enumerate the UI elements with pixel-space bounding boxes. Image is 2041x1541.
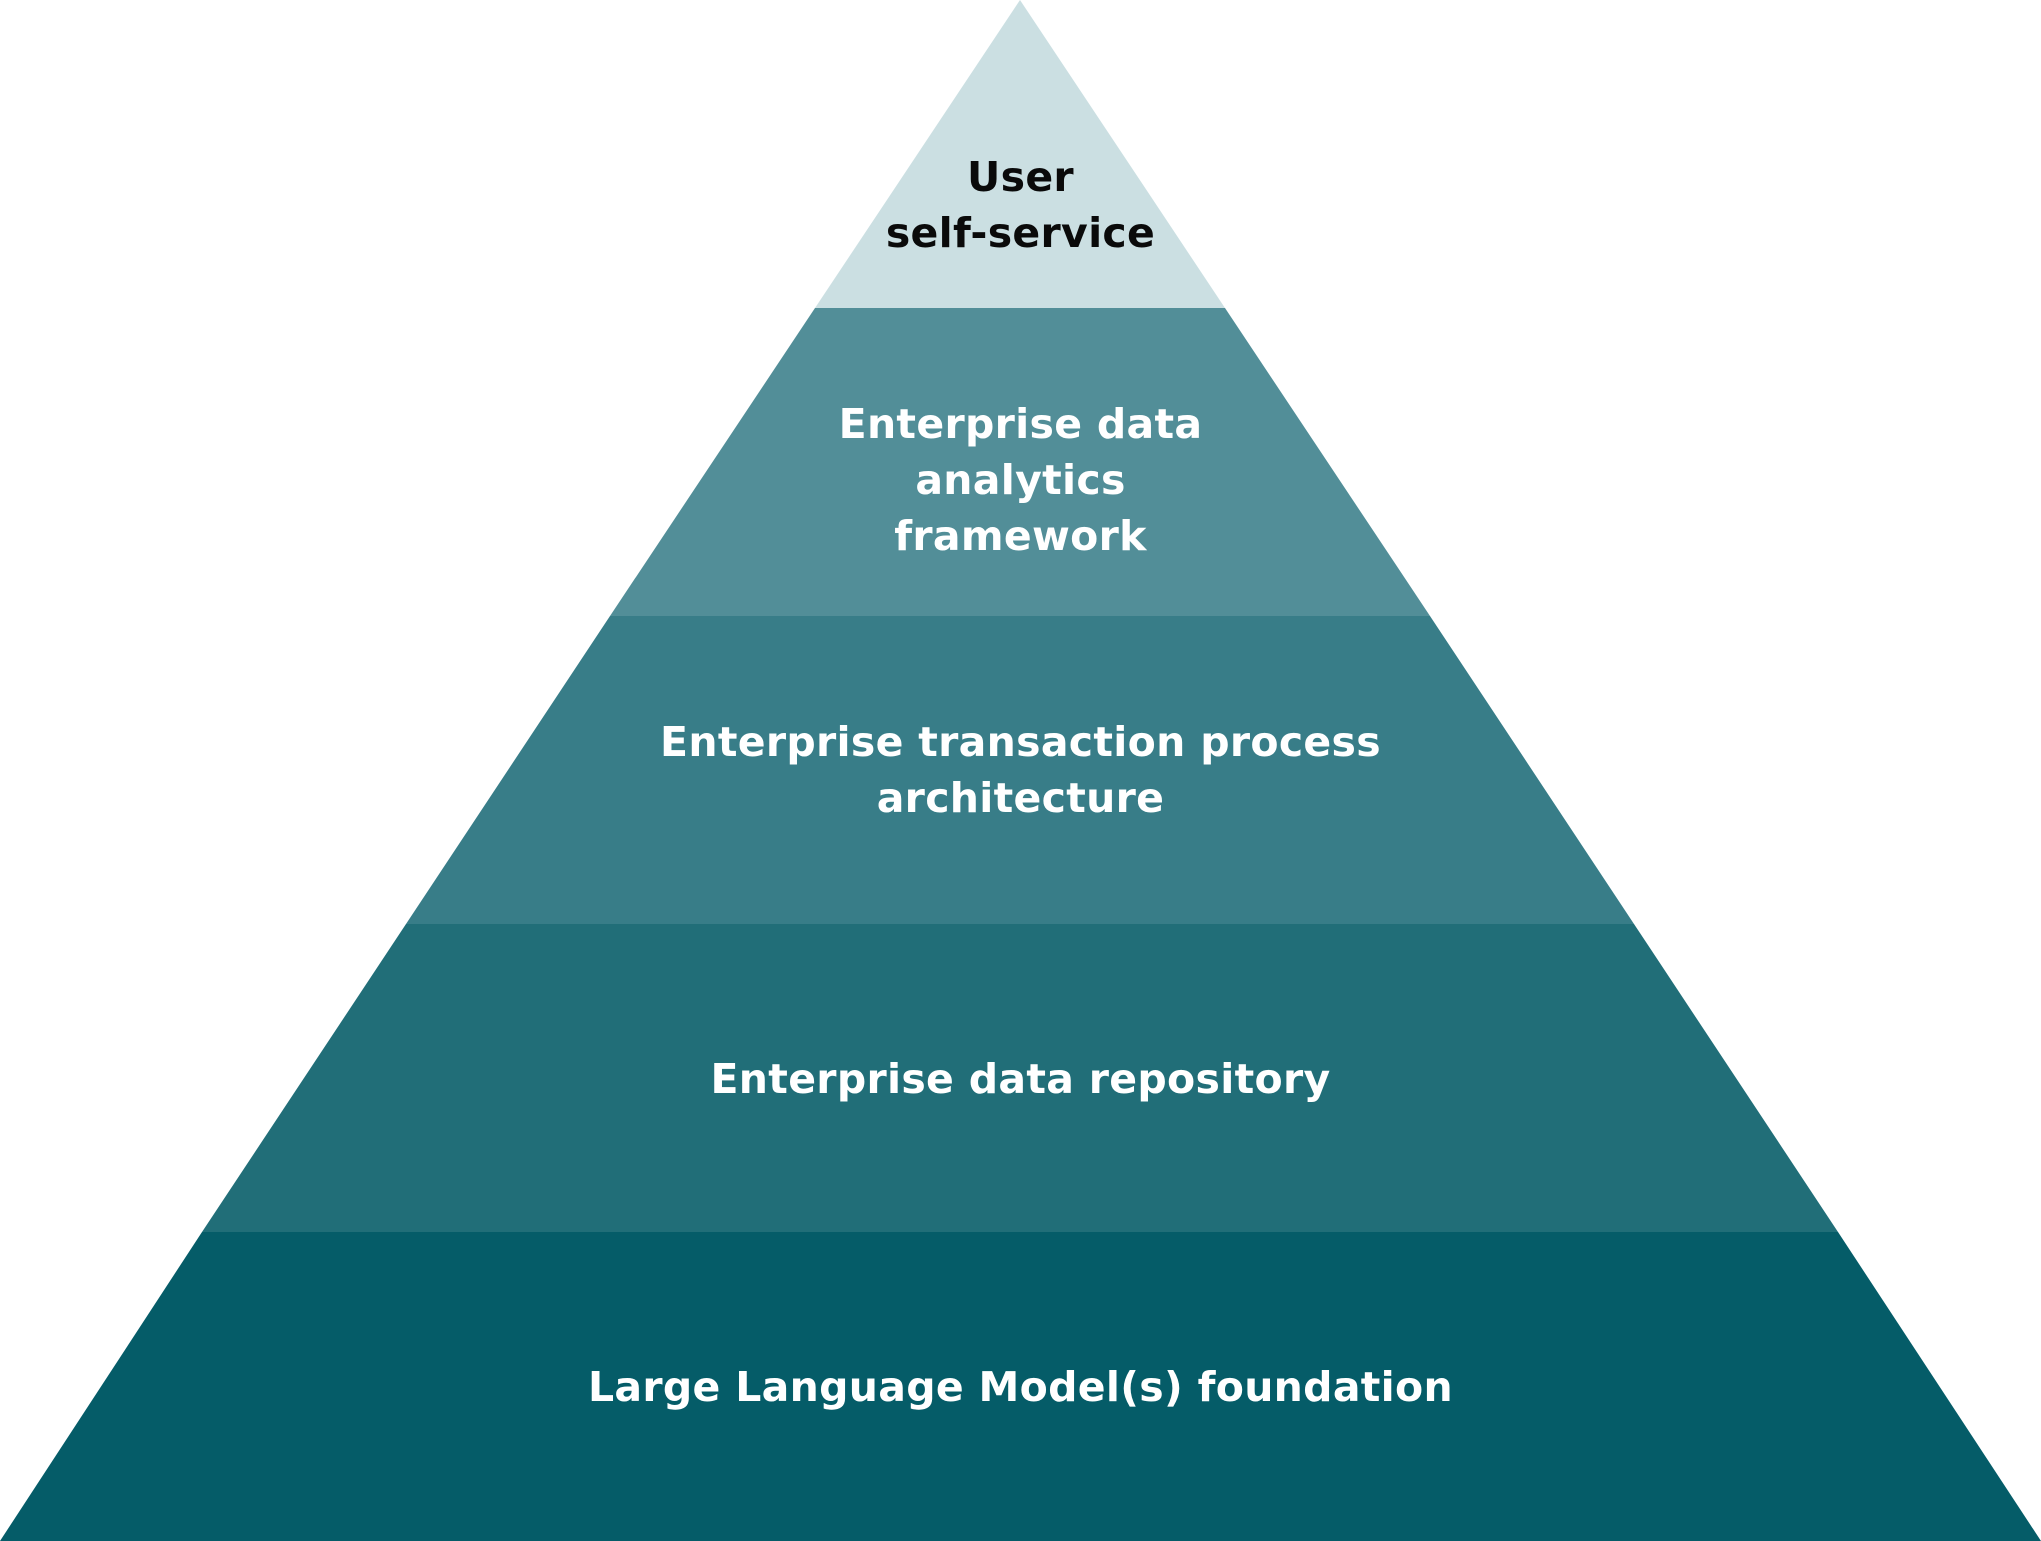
tier-bottom-line-1: Large Language Model(s) foundation xyxy=(588,1363,1453,1411)
tier-top-line-2: self-service xyxy=(885,209,1156,257)
tier-shape-bottom xyxy=(0,1232,2041,1541)
tier-second-line-3: framework xyxy=(894,512,1147,560)
tier-label-fourth: Enterprise data repository xyxy=(0,1051,2041,1107)
tier-second-line-1: Enterprise data xyxy=(838,400,1203,448)
tier-shape-top xyxy=(815,0,1225,308)
tier-fourth-line-1: Enterprise data repository xyxy=(710,1055,1331,1103)
tier-second-line-2: analytics xyxy=(915,456,1126,504)
tier-label-second: Enterprise data analytics framework xyxy=(0,395,2041,565)
tier-label-top: User self-service xyxy=(0,150,2041,260)
tier-third-line-2: architecture xyxy=(876,774,1165,822)
tier-third-line-1: Enterprise transaction process xyxy=(660,718,1381,766)
tier-label-third: Enterprise transaction process architect… xyxy=(0,714,2041,826)
tier-shape-third xyxy=(406,616,1634,924)
tier-label-bottom: Large Language Model(s) foundation xyxy=(0,1359,2041,1415)
tier-shape-second xyxy=(610,308,1430,616)
tier-top-line-1: User xyxy=(967,153,1074,201)
tier-shape-fourth xyxy=(202,924,1838,1232)
